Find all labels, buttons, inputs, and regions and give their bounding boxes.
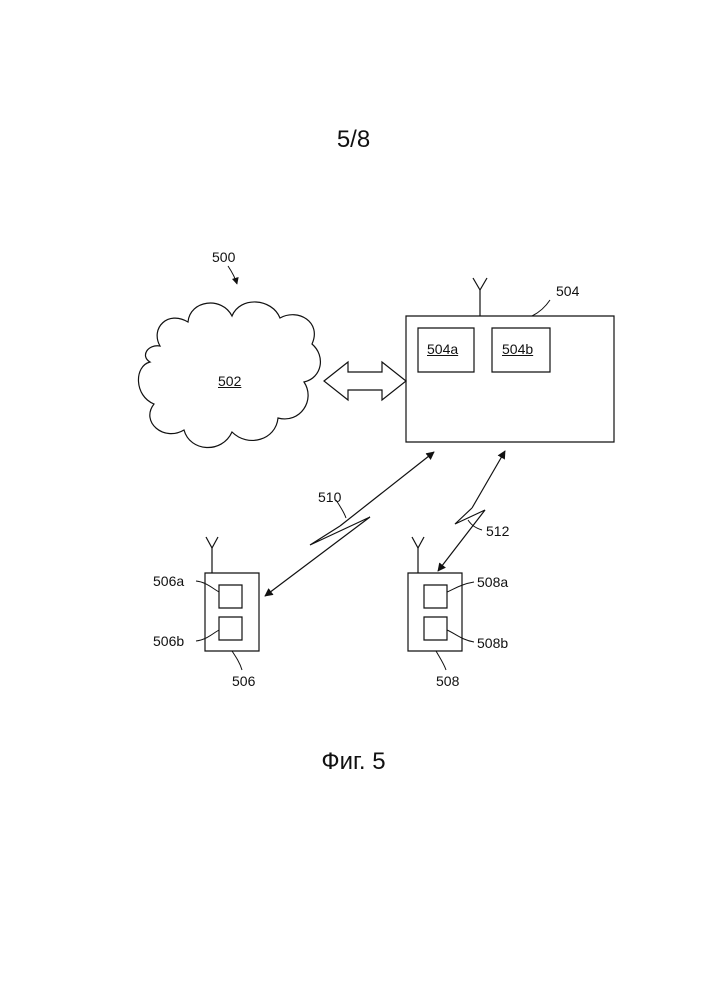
device-508-module-a-box [424,585,447,608]
device-506b-label: 506b [153,634,184,648]
double-arrow-network-base [324,362,406,400]
device-508b-leader [447,630,474,642]
wireless-link-510 [265,452,434,596]
device-506a-label: 506a [153,574,184,588]
link-510-label: 510 [318,490,341,504]
device-506-leader [232,651,242,670]
figure-caption: Фиг. 5 [0,748,707,776]
device-506a-leader [196,581,219,592]
device-508-leader [436,651,446,670]
device-508-antenna-icon [412,537,424,573]
device-506-module-a-box [219,585,242,608]
device-508a-leader [447,582,474,592]
device-508b-label: 508b [477,636,508,650]
device-508-module-b-box [424,617,447,640]
base-station-module-a-label: 504a [427,342,458,356]
system-ref-label: 500 [212,250,235,264]
device-506b-leader [196,630,219,641]
device-506-label: 506 [232,674,255,688]
network-ref-label: 502 [218,374,241,388]
base-station-ref-label: 504 [556,284,579,298]
base-station-box [406,316,614,442]
device-508a-label: 508a [477,575,508,589]
link-512-label: 512 [486,524,509,538]
device-508-label: 508 [436,674,459,688]
base-station-antenna-icon [473,278,487,316]
base-station-leader [532,300,550,316]
device-506-antenna-icon [206,537,218,573]
device-506-module-b-box [219,617,242,640]
wireless-link-512 [438,451,505,571]
base-station-module-b-label: 504b [502,342,533,356]
system-pointer-arrow [228,266,237,284]
